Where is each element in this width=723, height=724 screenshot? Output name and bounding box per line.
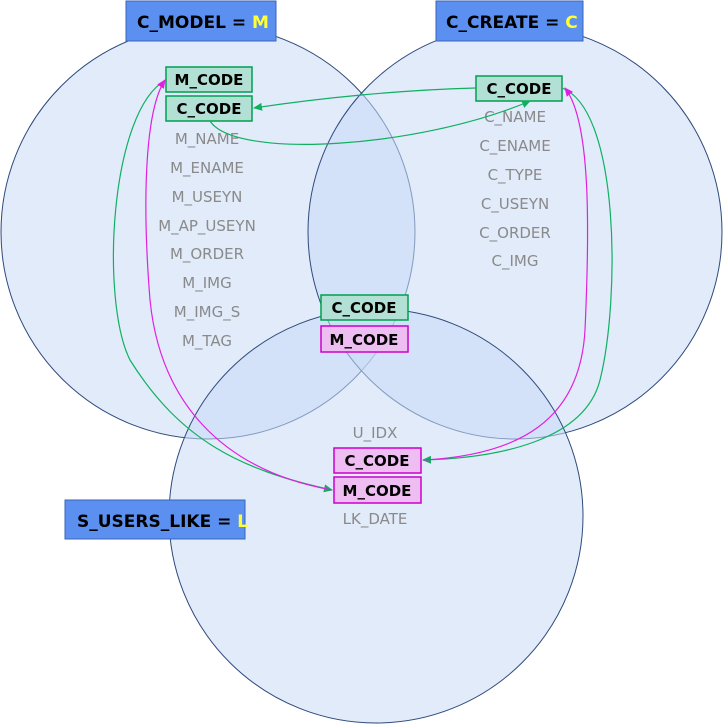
svg-text:S_USERS_LIKE = L: S_USERS_LIKE = L bbox=[77, 512, 248, 532]
create-title: C_CREATE = bbox=[446, 13, 565, 33]
svg-text:C_CREATE = C: C_CREATE = C bbox=[446, 13, 578, 33]
arrow-create-to-like-ccode-green bbox=[422, 87, 613, 464]
model-field: M_TAG bbox=[182, 332, 232, 351]
like-title-box: S_USERS_LIKE = L bbox=[64, 499, 248, 540]
model-field: M_NAME bbox=[175, 130, 239, 149]
arrow-like-to-create-ccode-pink bbox=[422, 87, 589, 461]
like-field: LK_DATE bbox=[343, 510, 408, 529]
model-title: C_MODEL = bbox=[137, 13, 252, 33]
create-field: C_ORDER bbox=[479, 224, 551, 243]
model-field: M_AP_USEYN bbox=[158, 217, 256, 236]
center-key-mcode-label: M_CODE bbox=[330, 331, 399, 349]
arrow-model-to-create-ccode bbox=[209, 100, 531, 145]
like-field: U_IDX bbox=[353, 424, 398, 443]
like-key-ccode: C_CODE bbox=[333, 447, 422, 474]
model-title-box: C_MODEL = M bbox=[125, 0, 277, 42]
model-fields: M_NAME M_ENAME M_USEYN M_AP_USEYN M_ORDE… bbox=[158, 130, 256, 351]
model-field: M_ENAME bbox=[170, 159, 244, 178]
model-field: M_IMG bbox=[182, 274, 231, 293]
create-field: C_ENAME bbox=[479, 137, 550, 156]
like-key-mcode-label: M_CODE bbox=[343, 482, 412, 500]
create-fields: C_NAME C_ENAME C_TYPE C_USEYN C_ORDER C_… bbox=[479, 108, 551, 271]
like-title: S_USERS_LIKE = bbox=[77, 512, 237, 532]
center-key-mcode: M_CODE bbox=[320, 325, 409, 353]
center-key-ccode-label: C_CODE bbox=[332, 299, 397, 317]
like-key-ccode-label: C_CODE bbox=[345, 452, 410, 470]
model-alias: M bbox=[252, 13, 269, 33]
model-key-ccode-label: C_CODE bbox=[177, 100, 242, 118]
model-field: M_USEYN bbox=[172, 188, 243, 207]
model-key-mcode-label: M_CODE bbox=[175, 71, 244, 89]
model-key-ccode: C_CODE bbox=[165, 95, 253, 122]
arrow-model-mcode-to-like-green bbox=[112, 79, 333, 493]
like-alias: L bbox=[237, 512, 248, 532]
create-alias: C bbox=[565, 13, 577, 33]
create-field: C_USEYN bbox=[481, 195, 549, 214]
create-field: C_NAME bbox=[484, 108, 546, 127]
center-key-ccode: C_CODE bbox=[320, 294, 409, 321]
model-field: M_ORDER bbox=[170, 245, 244, 264]
create-key-ccode-label: C_CODE bbox=[487, 80, 552, 98]
arrow-create-to-model-ccode bbox=[253, 87, 477, 111]
create-title-box: C_CREATE = C bbox=[435, 0, 584, 42]
model-field: M_IMG_S bbox=[174, 303, 240, 322]
create-key-ccode: C_CODE bbox=[475, 75, 563, 102]
create-field: C_TYPE bbox=[488, 166, 543, 185]
svg-text:C_MODEL = M: C_MODEL = M bbox=[137, 13, 269, 33]
model-key-mcode: M_CODE bbox=[165, 66, 253, 93]
arrow-like-to-model-mcode-pink bbox=[145, 79, 333, 491]
create-field: C_IMG bbox=[492, 252, 539, 271]
like-key-mcode: M_CODE bbox=[333, 476, 422, 504]
